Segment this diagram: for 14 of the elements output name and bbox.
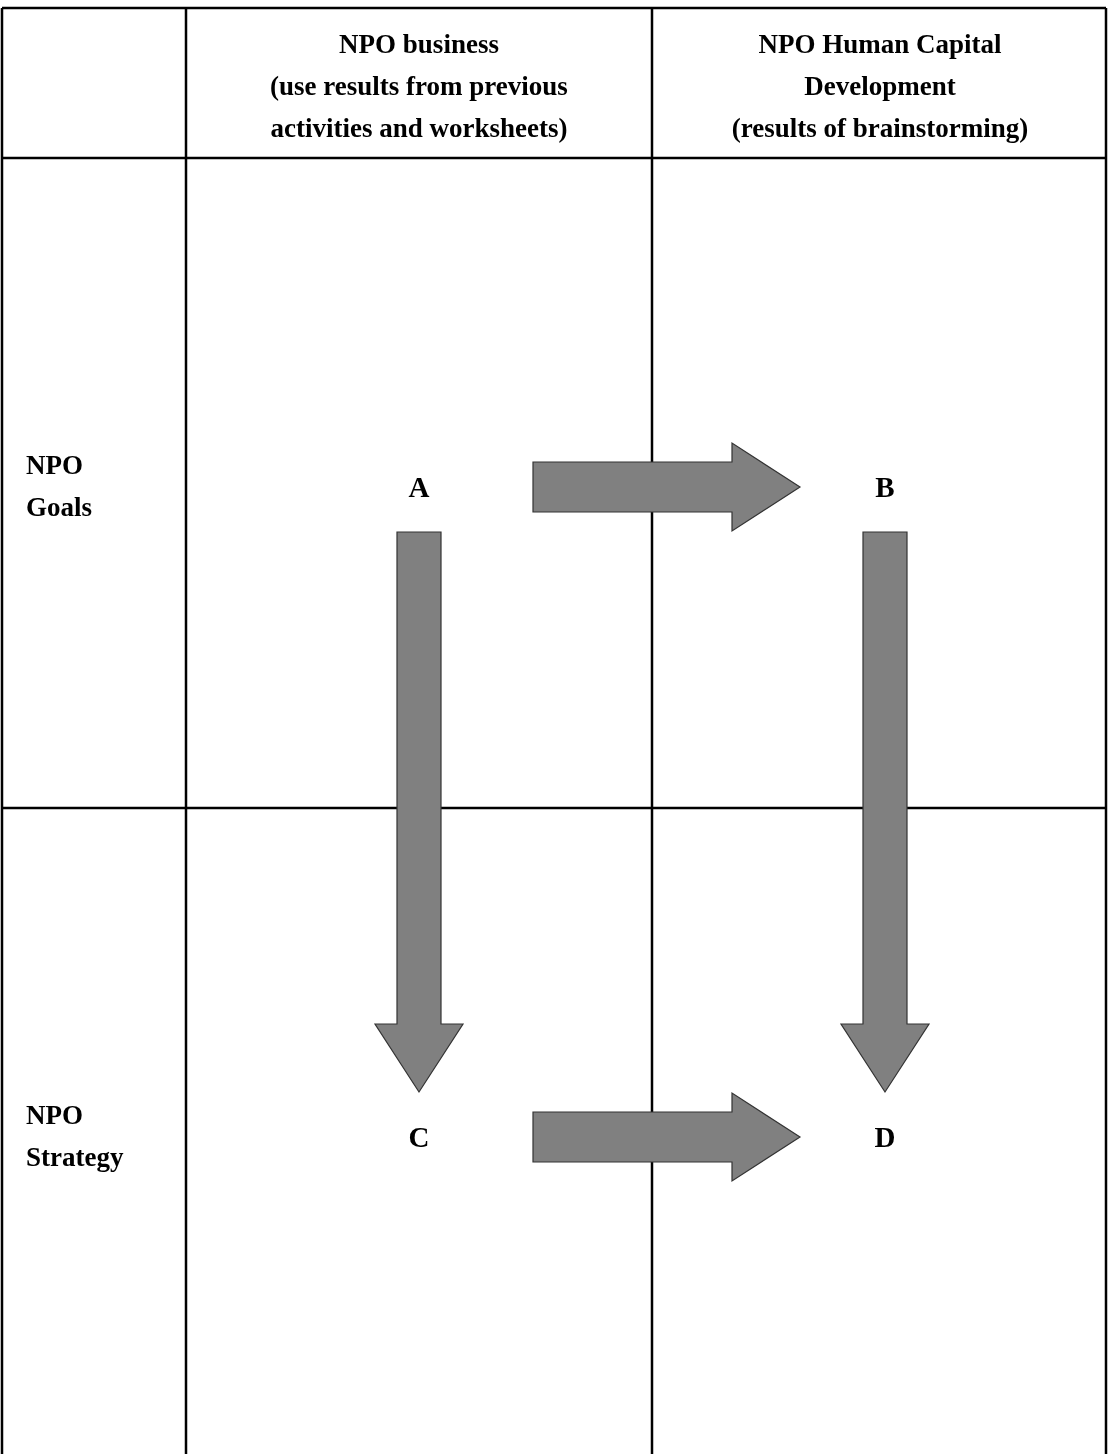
grid-letter: A <box>408 472 430 502</box>
block-arrow <box>373 531 465 1094</box>
grid-letter: C <box>408 1122 430 1152</box>
column-header: NPO business <box>338 28 500 61</box>
block-arrow <box>532 441 802 533</box>
column-subheader: (use results from previous activities and worksheets) <box>269 70 569 145</box>
block-arrow <box>839 531 931 1094</box>
grid-letter: D <box>874 1122 896 1152</box>
block-arrow <box>532 1091 802 1183</box>
row-header: NPO Strategy <box>26 1099 125 1174</box>
row-header: NPO Goals <box>26 449 93 524</box>
column-subheader: (results of brainstorming) <box>730 112 1030 145</box>
grid-letter: B <box>875 472 895 502</box>
column-header: NPO Human Capital Development <box>757 28 1003 103</box>
